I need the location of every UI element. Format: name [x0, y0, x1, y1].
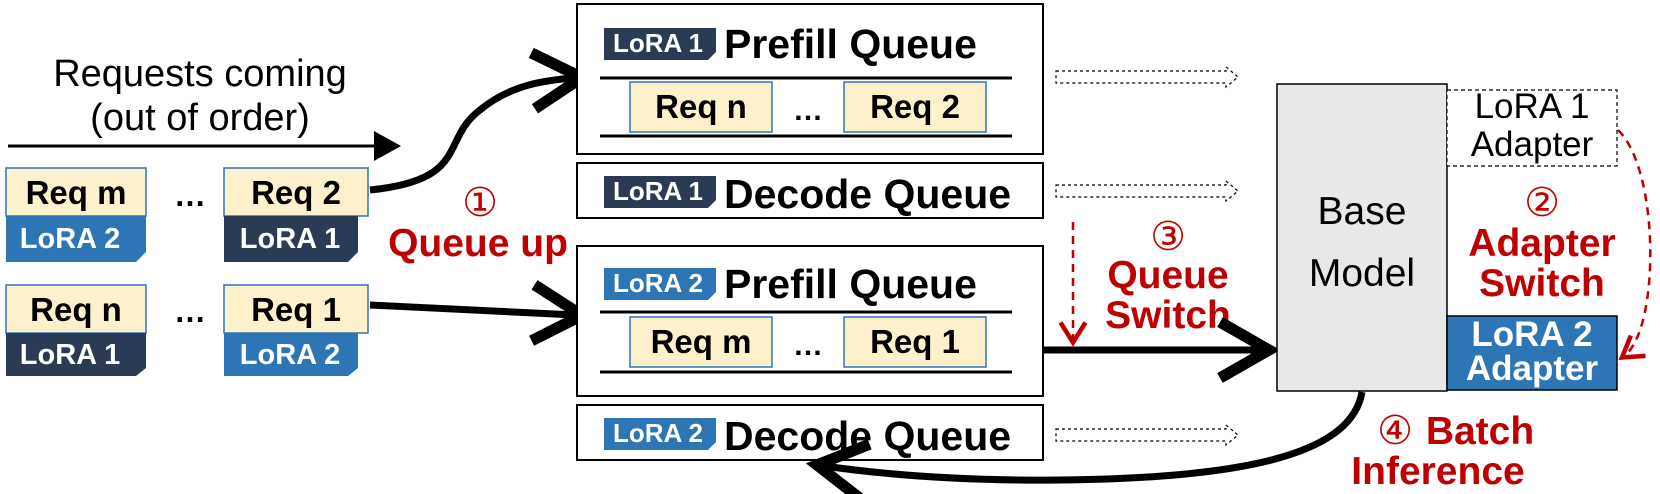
base-model-line-2: Model — [1309, 252, 1415, 295]
req-n-card — [629, 81, 773, 133]
step-3-number: ③ — [1150, 215, 1186, 259]
queue-title: Decode Queue — [724, 171, 1011, 217]
lora1-adapter-box — [1446, 89, 1618, 167]
lora1-adapter: LoRA 1 Adapter — [1446, 87, 1618, 167]
lora2-adapter-box — [1446, 315, 1618, 391]
lora2-tag-label: LoRA 2 — [613, 418, 703, 448]
queue-title: Decode Queue — [724, 413, 1011, 459]
req-m-card — [629, 316, 773, 368]
dashed-arrow — [1055, 423, 1239, 447]
req-2-card — [843, 81, 987, 133]
req-2-label: Req 2 — [251, 174, 341, 211]
ellipsis: … — [793, 94, 823, 127]
req-n-label: Req n — [655, 88, 747, 125]
req-m-label: Req m — [651, 323, 752, 360]
lora2-adapter-line-2: Adapter — [1466, 349, 1599, 388]
ellipsis: … — [793, 329, 823, 362]
step-2-adapter-switch: ② Adapter Switch — [1468, 181, 1615, 305]
lora1-tag-label: LoRA 1 — [613, 28, 703, 58]
batch-inference-arrow — [805, 391, 1366, 494]
lora2-tag-label: LoRA 2 — [613, 268, 703, 298]
route-arrow-lora2 — [369, 280, 594, 346]
step-3-label-1: Queue — [1107, 254, 1228, 297]
lora1-tag-label: LoRA 1 — [240, 223, 340, 255]
req-n-card — [5, 284, 147, 334]
lora2-tag — [6, 216, 146, 262]
base-model-line-1: Base — [1318, 190, 1407, 233]
queue-title: Prefill Queue — [724, 21, 977, 67]
incoming-line-1: Requests coming — [53, 53, 347, 95]
lora2-adapter: LoRA 2 Adapter — [1446, 315, 1618, 391]
incoming-line-2: (out of order) — [90, 97, 310, 139]
req-1-card — [223, 284, 369, 334]
step-1-queue-up: ① Queue up — [388, 181, 568, 265]
step-2-label-1: Adapter — [1468, 222, 1615, 265]
lora2-tag — [224, 333, 358, 376]
base-model: Base Model — [1276, 83, 1448, 392]
step-4-number: ④ — [1377, 409, 1413, 453]
lora1-tag-label: LoRA 1 — [613, 176, 703, 206]
route-arrow-lora1 — [369, 47, 594, 194]
lora1-tag — [6, 333, 146, 376]
lora1-tag — [224, 216, 358, 262]
step-3-queue-switch: ③ Queue Switch — [1105, 215, 1231, 337]
lora1-adapter-line-1: LoRA 1 — [1475, 87, 1590, 126]
step-2-number: ② — [1524, 181, 1560, 225]
req-1-card — [843, 316, 987, 368]
step-2-label-2: Switch — [1479, 262, 1605, 305]
lora1-tag — [604, 176, 716, 208]
req-m-label: Req m — [26, 174, 127, 211]
dashed-arrow — [1055, 65, 1239, 89]
lora1-tag — [604, 28, 716, 60]
step-3-label-2: Switch — [1105, 294, 1231, 337]
lora2-tag — [604, 418, 716, 450]
lora1-decode-queue: LoRA 1 Decode Queue — [576, 162, 1044, 219]
lora2-tag — [604, 268, 716, 300]
req-1-label: Req 1 — [251, 291, 341, 328]
req-n-label: Req n — [30, 291, 122, 328]
incoming-requests: Requests coming (out of order) Req m LoR… — [5, 53, 401, 376]
incoming-row-2: Req n LoRA 1 … Req 1 LoRA 2 — [5, 284, 369, 376]
step-4-batch-inference: ④ Batch Inference — [1351, 409, 1534, 493]
step-4-label-2: Inference — [1351, 450, 1524, 493]
lora2-tag-label: LoRA 2 — [20, 223, 120, 255]
lora1-adapter-line-2: Adapter — [1471, 125, 1594, 164]
req-1-label: Req 1 — [870, 323, 960, 360]
lora2-decode-queue: LoRA 2 Decode Queue — [576, 404, 1044, 461]
queue-title: Prefill Queue — [724, 261, 977, 307]
step-4-label-1: Batch — [1426, 410, 1534, 453]
incoming-row-1: Req m LoRA 2 … Req 2 LoRA 1 — [5, 167, 369, 262]
base-model-box — [1276, 83, 1448, 392]
lora2-prefill-queue: LoRA 2 Prefill Queue Req m … Req 1 — [576, 245, 1044, 397]
req-2-label: Req 2 — [870, 88, 960, 125]
lora1-tag-label: LoRA 1 — [20, 339, 120, 371]
lora1-prefill-queue: LoRA 1 Prefill Queue Req n … Req 2 — [576, 3, 1044, 155]
ellipsis: … — [174, 293, 206, 329]
idle-queue-arrows — [1055, 65, 1239, 447]
adapter-switch-arrow — [1617, 129, 1652, 360]
step-1-label: Queue up — [388, 222, 568, 265]
dashed-arrow — [1055, 179, 1239, 203]
ellipsis: … — [174, 177, 206, 213]
lora2-tag-label: LoRA 2 — [240, 339, 340, 371]
lora2-adapter-line-1: LoRA 2 — [1471, 315, 1592, 354]
step-1-number: ① — [462, 181, 498, 225]
